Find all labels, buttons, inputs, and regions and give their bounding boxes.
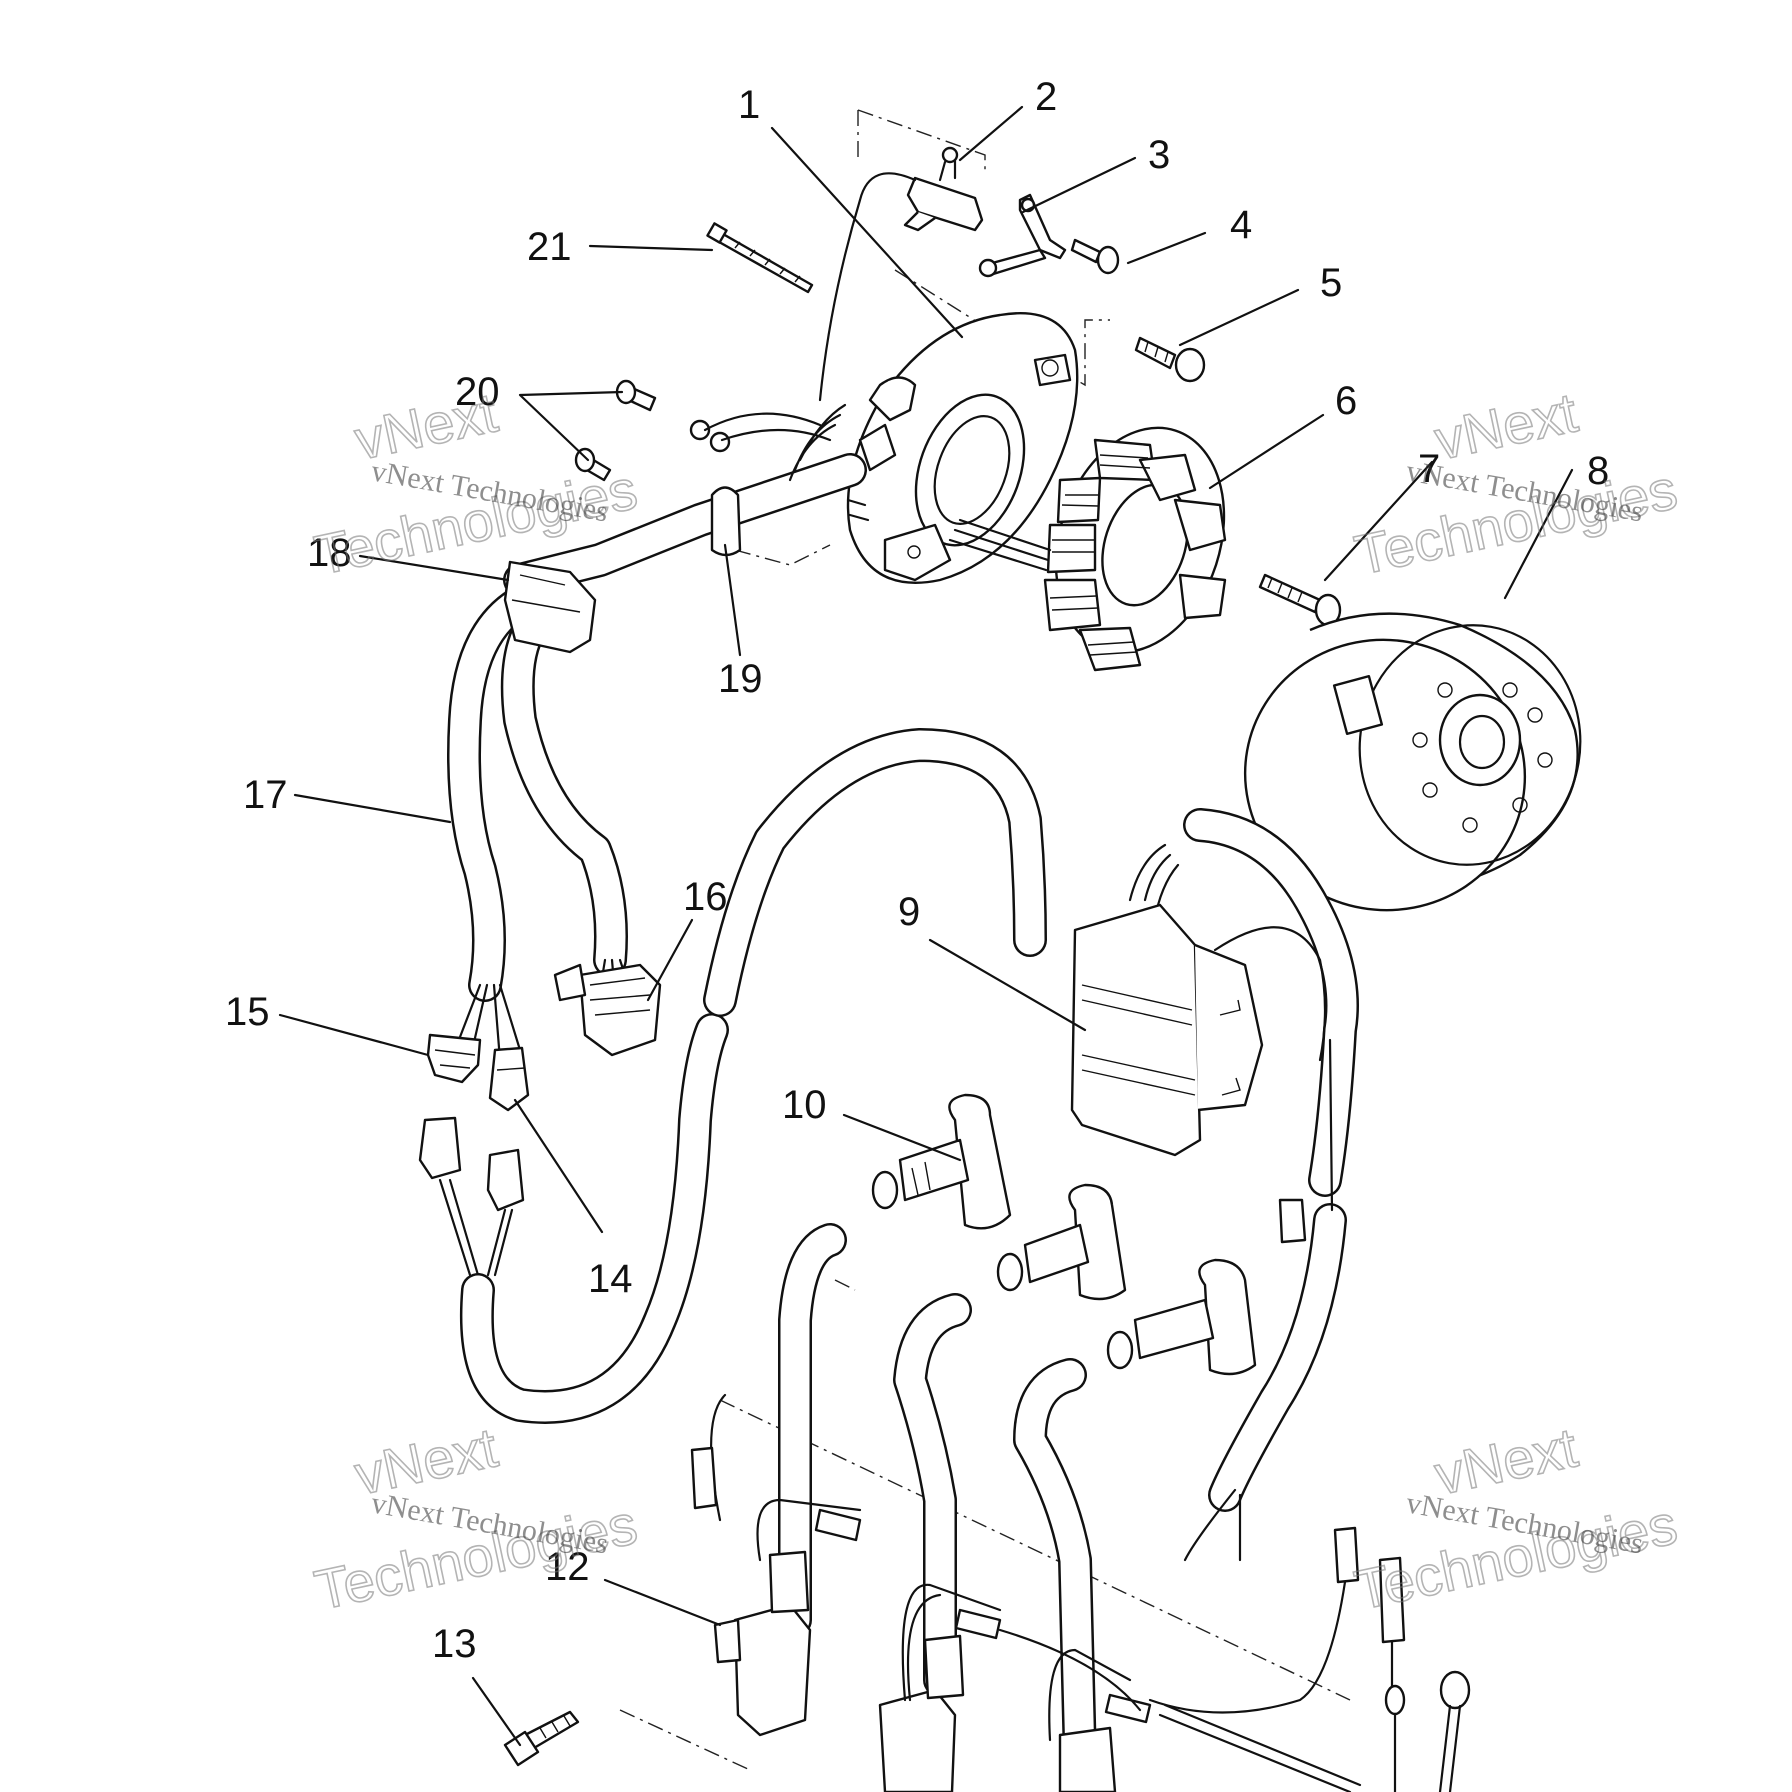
- callout-10: 10: [782, 1083, 827, 1127]
- connector-15: [426, 1033, 482, 1084]
- callout-9: 9: [898, 890, 920, 934]
- watermark-bottom-left: vNext Technologies vNext Technologies: [309, 1414, 643, 1622]
- callout-14: 14: [588, 1257, 633, 1301]
- connector-16: [553, 963, 662, 1057]
- inline-connectors: [814, 1488, 1471, 1792]
- ignition-coil-2: [878, 1583, 1002, 1792]
- screw-stator: [1134, 336, 1206, 383]
- spark-plug-cap-2: [996, 1183, 1127, 1301]
- flywheel: [1243, 612, 1582, 912]
- spark-plug-cap-3: [1106, 1258, 1257, 1376]
- bracket: [978, 193, 1067, 278]
- callout-8: 8: [1587, 449, 1609, 493]
- watermark-word: vNext: [1429, 380, 1583, 471]
- mounting-bolt: [503, 1710, 580, 1767]
- callout-21: 21: [527, 225, 572, 269]
- callout-18: 18: [307, 531, 352, 575]
- callout-3: 3: [1148, 133, 1170, 177]
- callout-6: 6: [1335, 379, 1357, 423]
- callout-1: 1: [738, 83, 760, 127]
- callout-19: 19: [718, 657, 763, 701]
- flywheel-bolt: [1258, 573, 1342, 627]
- callout-17: 17: [243, 773, 288, 817]
- connector-14: [488, 1046, 530, 1112]
- cdi-box: [1070, 843, 1334, 1244]
- callout-16: 16: [683, 875, 728, 919]
- callout-4: 4: [1230, 203, 1252, 247]
- lower-harness: [459, 728, 1359, 1512]
- leader-lines: [278, 105, 1574, 1747]
- watermark-bottom-right: vNext Technologies vNext Technologies: [1349, 1414, 1683, 1622]
- ht-leads: [778, 1223, 1097, 1777]
- main-harness: [447, 403, 867, 1062]
- callout-12: 12: [545, 1545, 590, 1589]
- harness-clamp: [710, 486, 742, 557]
- cable-tie: [706, 222, 814, 294]
- callout-2: 2: [1035, 75, 1057, 119]
- assembly-outlines: [619, 109, 1351, 1771]
- ignition-coil-1: [690, 1393, 862, 1737]
- ignition-coil-3: [1048, 1648, 1132, 1792]
- callout-15: 15: [225, 990, 270, 1034]
- callout-numbers: 1 2 3 4 5 6 7 8 9 10 12 13 14 15 16 17 1…: [225, 75, 1609, 1666]
- screws-ground: [574, 379, 832, 482]
- watermark-word: vNext: [349, 380, 503, 471]
- callout-13: 13: [432, 1622, 477, 1666]
- screw-small: [1070, 238, 1120, 275]
- spark-plug-cap-1: [871, 1093, 1012, 1230]
- connector-pair: [418, 1116, 525, 1277]
- stator-coils: [948, 426, 1227, 672]
- callout-5: 5: [1320, 261, 1342, 305]
- callout-7: 7: [1418, 447, 1440, 491]
- grommet: [503, 560, 597, 654]
- pulser-coil: [818, 146, 984, 402]
- callout-20: 20: [455, 370, 500, 414]
- watermark-top-right: vNext Technologies vNext Technologies: [1349, 379, 1683, 587]
- stator-plate: [846, 312, 1079, 584]
